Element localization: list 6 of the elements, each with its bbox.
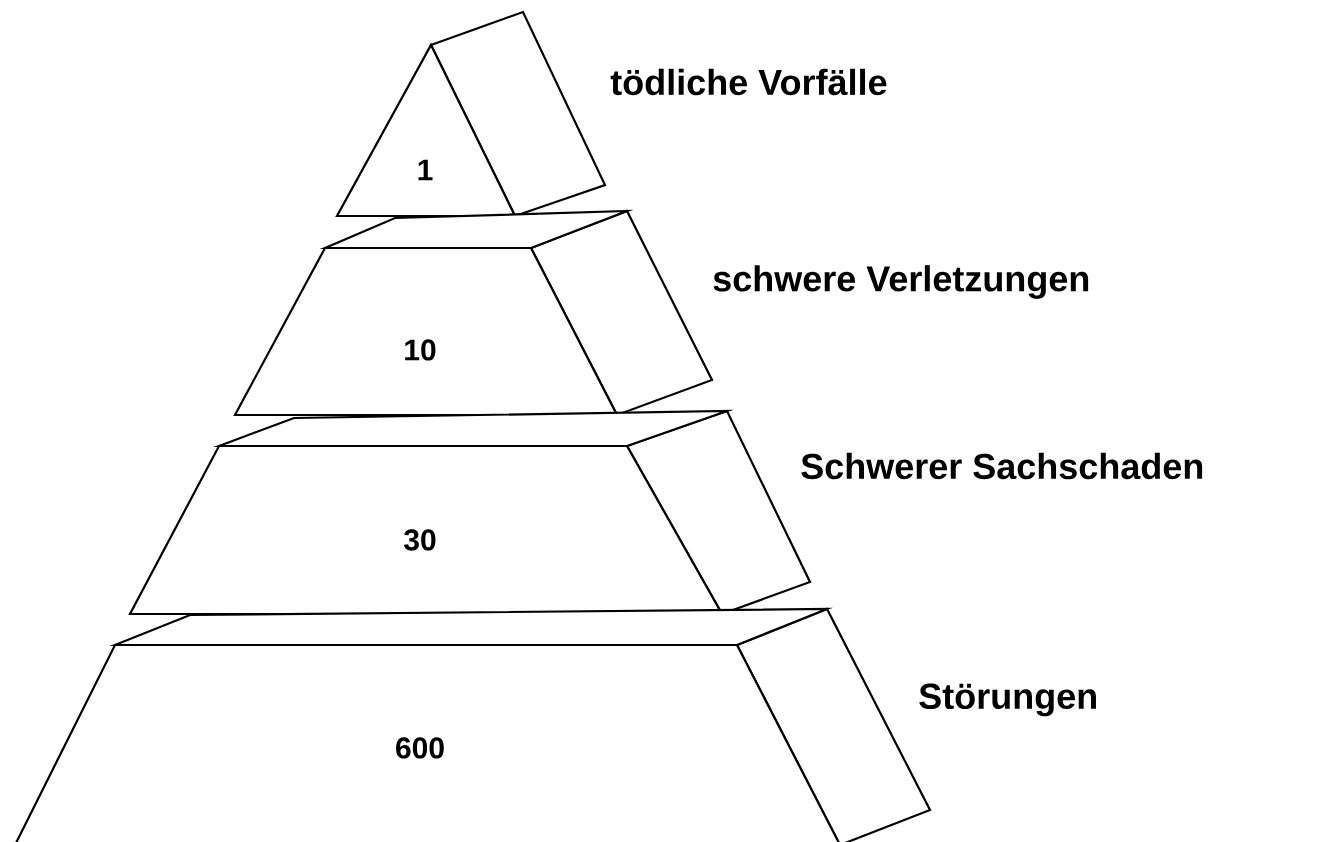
layer-label: schwere Verletzungen — [713, 265, 1089, 299]
node-label: 1 — [418, 159, 433, 181]
layer-label: tödliche Vorfälle — [610, 68, 887, 96]
pyramid-layer: 10 — [233, 209, 714, 417]
pyramid-layer: 1 — [335, 10, 607, 218]
node-label: 600 — [396, 737, 444, 759]
